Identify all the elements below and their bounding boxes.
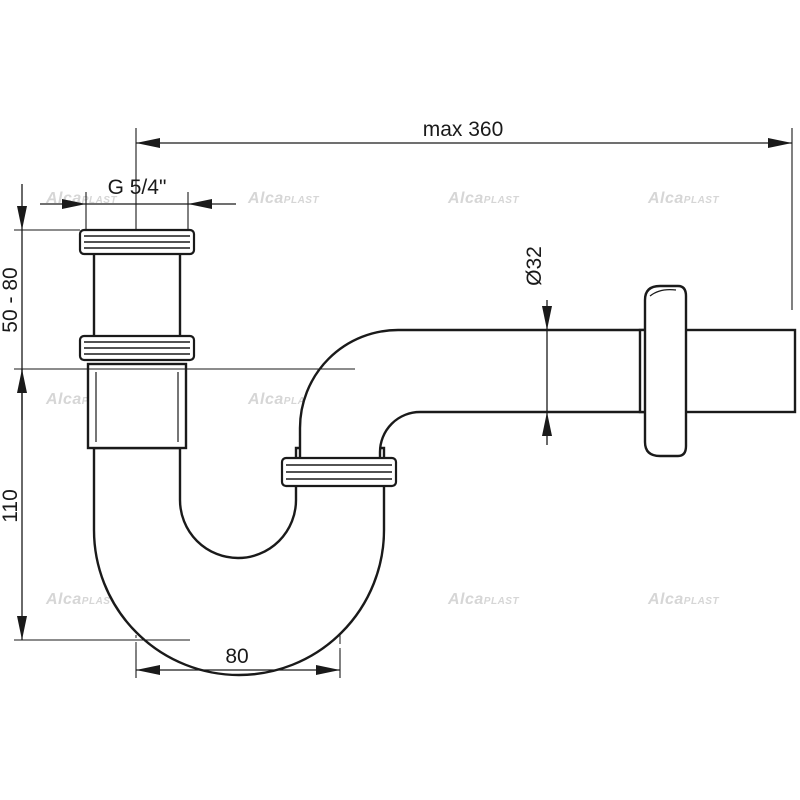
thread-size-label: G 5/4" [108, 176, 167, 199]
watermark: AlcaPLAST [647, 190, 719, 207]
inlet-sleeve [86, 362, 188, 450]
watermark: AlcaPLAST [447, 190, 519, 207]
outlet-elbow [298, 328, 662, 464]
watermark: AlcaPLAST [447, 591, 519, 608]
trap-depth-label: 110 [0, 489, 22, 522]
top-nut [78, 228, 196, 256]
inlet-tube [92, 250, 182, 340]
rosette-edge [649, 289, 677, 297]
outlet-diameter-label: Ø32 [523, 246, 546, 286]
overall-length-label: max 360 [423, 118, 504, 141]
watermark: AlcaPLAST [45, 591, 117, 608]
dim-outlet-diameter: Ø32 [523, 246, 552, 445]
inlet-height-label: 50 - 80 [0, 267, 22, 332]
thread-rings [78, 228, 398, 488]
trap-nut [280, 456, 398, 488]
siphon-body [86, 250, 797, 677]
dim-trap-width: 80 [136, 645, 340, 675]
wall-rosette [643, 284, 688, 458]
dim-overall-length: max 360 [136, 118, 792, 148]
u-bend [92, 446, 386, 677]
middle-nut [78, 334, 196, 362]
watermark: AlcaPLAST [247, 391, 319, 408]
dim-inlet-height: 50 - 80 [0, 184, 27, 420]
dim-thread-size: G 5/4" [40, 176, 236, 209]
extension-lines [14, 128, 793, 678]
dim-trap-depth: 110 [0, 369, 27, 640]
watermark: AlcaPLAST [647, 591, 719, 608]
trap-width-label: 80 [225, 645, 248, 668]
watermark: AlcaPLAST [247, 190, 319, 207]
